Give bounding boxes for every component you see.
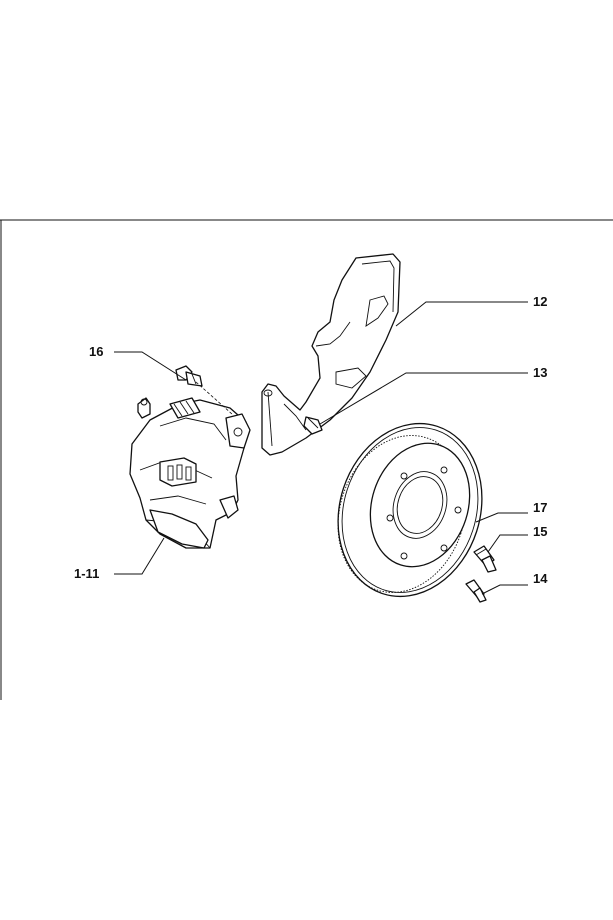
bolt-axis-line	[195, 381, 233, 415]
dust-shield	[261, 253, 401, 456]
callout-15: 15	[533, 524, 547, 539]
wheel-stud	[473, 545, 497, 573]
callout-13: 13	[533, 365, 547, 380]
callout-16: 16	[89, 344, 103, 359]
brake-disc	[337, 422, 483, 598]
disc-screw	[465, 579, 487, 603]
callout-12: 12	[533, 294, 547, 309]
callout-14: 14	[533, 571, 548, 586]
leader-lines	[114, 301, 528, 595]
dust-shield-bolt	[303, 416, 323, 435]
brake-caliper	[129, 397, 251, 549]
frame-border	[0, 219, 613, 700]
callout-17: 17	[533, 500, 547, 515]
callout-1-11: 1-11	[74, 566, 99, 581]
